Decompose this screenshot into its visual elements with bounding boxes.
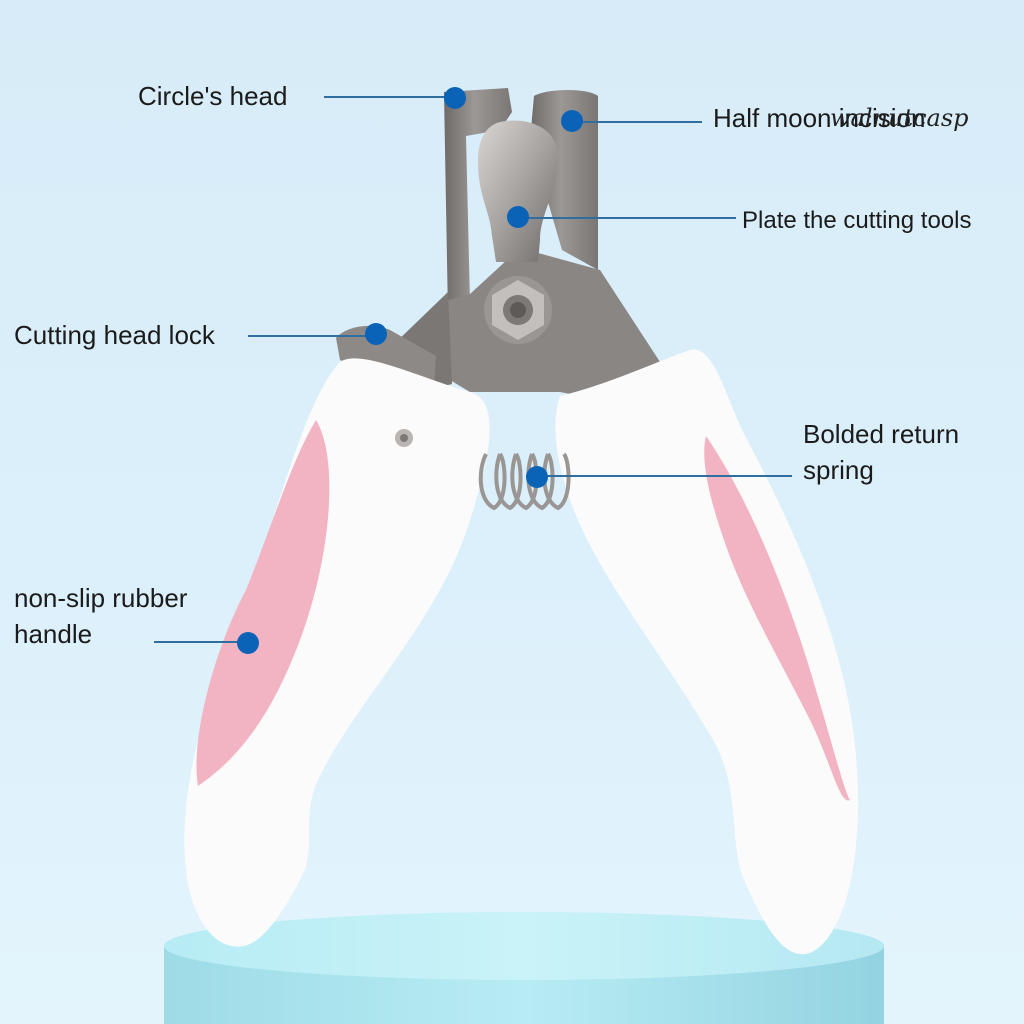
marker-cutting-lock [365,323,387,345]
label-cutting-head-lock: Cutting head lock [14,320,215,350]
label-circle-head: Circle's head [138,81,288,111]
marker-plate [507,206,529,228]
callout-markers [237,87,583,654]
right-handle [555,349,858,955]
label-bolded-return-spring-line2: spring [803,455,874,485]
left-handle [184,358,490,947]
display-pedestal [164,912,884,1024]
label-half-moon-incision: Half moon incision [713,103,926,133]
return-spring [478,452,571,511]
cutting-blades [336,88,664,400]
marker-handle [237,632,259,654]
marker-spring [526,466,548,488]
label-handle-line2: handle [14,619,93,649]
watermark-text: walnutcasp [830,104,969,132]
label-bolded-return-spring-line1: Bolded return [803,419,960,449]
marker-circle-head [444,87,466,109]
label-handle-line1: non-slip rubber [14,583,188,613]
callout-leader-lines [154,96,792,643]
marker-half-moon [561,110,583,132]
label-plate-cutting-tools: Plate the cutting tools [742,207,972,234]
